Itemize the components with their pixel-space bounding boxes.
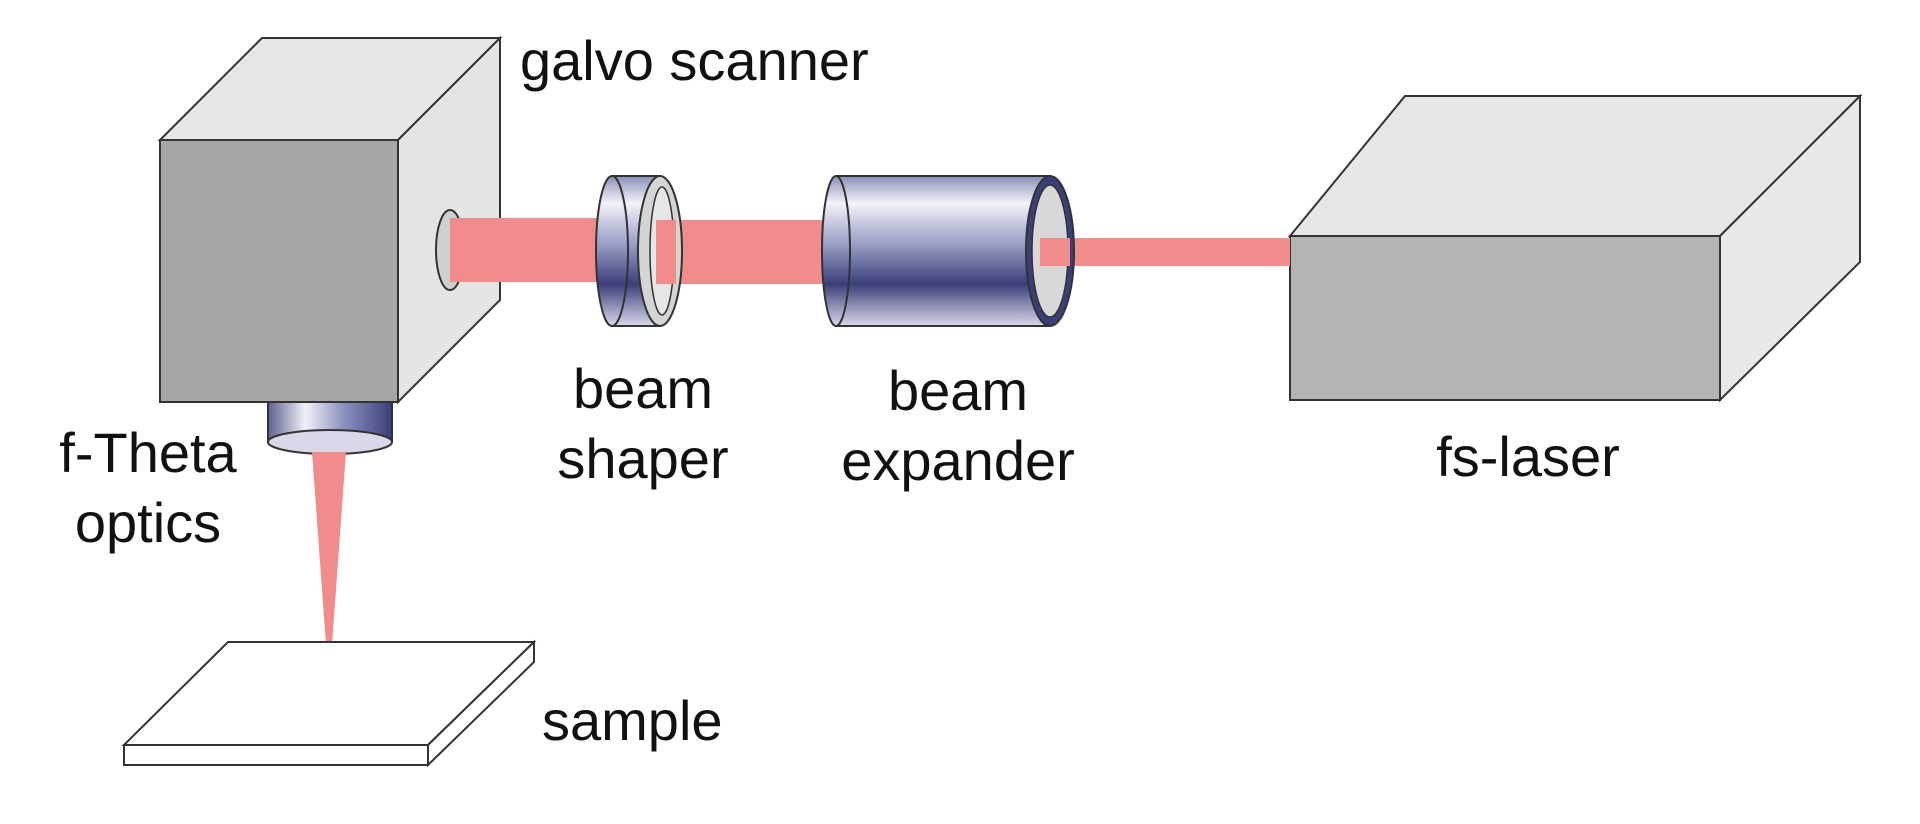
beam-expander-to-shaper	[656, 220, 828, 284]
label-f-theta-line1: f-Theta	[59, 421, 237, 484]
fs-laser-box	[1287, 93, 1863, 403]
beam-into-expander	[1040, 238, 1070, 266]
focused-beam	[312, 452, 346, 686]
label-beam-expander-line2: expander	[841, 429, 1075, 492]
label-beam-expander-line1: beam	[888, 359, 1028, 422]
galvo-scanner-box	[157, 35, 503, 405]
sample-plate	[121, 639, 537, 768]
label-beam-shaper-line1: beam	[573, 357, 713, 420]
label-sample: sample	[542, 689, 723, 752]
beam-expander	[821, 175, 1075, 327]
beam-through-shaper	[656, 220, 676, 284]
label-galvo-scanner: galvo scanner	[520, 29, 869, 92]
label-f-theta-line2: optics	[75, 491, 221, 554]
beam-laser-to-expander	[1040, 238, 1290, 266]
beam-shaper-to-galvo	[450, 218, 600, 282]
label-beam-shaper-line2: shaper	[557, 427, 728, 490]
f-theta-lens	[267, 401, 393, 455]
label-fs-laser: fs-laser	[1436, 425, 1620, 488]
